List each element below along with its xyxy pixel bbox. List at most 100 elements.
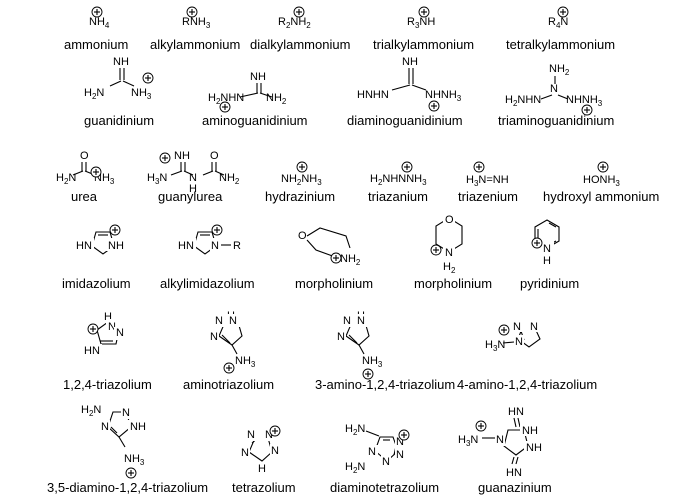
positive-charge-icon xyxy=(473,161,485,173)
svg-text:R2NH2: R2NH2 xyxy=(278,16,311,30)
svg-text:RNH3: RNH3 xyxy=(182,16,211,30)
svg-text:HN: HN xyxy=(76,240,92,252)
label-hydroxyl-ammonium: hydroxyl ammonium xyxy=(543,189,659,204)
svg-text:H2N: H2N xyxy=(56,172,76,186)
svg-text:N: N xyxy=(357,315,365,327)
diamino-triazolium-structure: H2N N NH N NH3 xyxy=(81,404,148,479)
svg-text:N: N xyxy=(343,315,351,327)
svg-text:H2N: H2N xyxy=(345,423,365,437)
svg-text:N: N xyxy=(116,327,124,339)
label-diaminotetrazolium: diaminotetrazolium xyxy=(330,480,439,495)
svg-text:N: N xyxy=(229,315,237,327)
svg-text:N: N xyxy=(122,407,130,419)
guanidinium-structure: NH H2N NH3 xyxy=(84,56,154,101)
svg-text:H2N: H2N xyxy=(84,87,104,101)
label-aminotriazolium: aminotriazolium xyxy=(183,377,274,392)
svg-text:H2N: H2N xyxy=(81,404,101,418)
svg-text:N: N xyxy=(101,421,109,433)
label-tetrazolium: tetrazolium xyxy=(232,480,296,495)
svg-text:NHNH3: NHNH3 xyxy=(566,94,603,108)
svg-text:N: N xyxy=(530,321,538,333)
svg-text:N: N xyxy=(445,247,453,259)
alkylimidazolium-structure: N R HN xyxy=(176,224,241,255)
positive-charge-icon xyxy=(219,101,231,113)
svg-text:NH3: NH3 xyxy=(131,87,152,101)
svg-text:NH: NH xyxy=(113,56,129,68)
svg-text:NH: NH xyxy=(522,425,538,437)
svg-text:NH: NH xyxy=(108,240,124,252)
label-alkylammonium: alkylammonium xyxy=(150,37,240,52)
svg-text:N: N xyxy=(496,434,504,446)
label-pyridinium: pyridinium xyxy=(520,276,579,291)
svg-text:H3N=NH: H3N=NH xyxy=(466,174,509,188)
svg-text:HNHN: HNHN xyxy=(357,89,389,101)
svg-text:N: N xyxy=(271,445,279,457)
svg-text:NH: NH xyxy=(130,421,146,433)
svg-text:N: N xyxy=(210,331,218,343)
svg-text:O: O xyxy=(210,150,219,162)
svg-text:NH: NH xyxy=(526,442,542,454)
triazenium-structure: H3N=NH xyxy=(466,161,509,188)
svg-text:R: R xyxy=(233,240,241,252)
svg-text:NH2: NH2 xyxy=(340,253,361,267)
svg-text:HN: HN xyxy=(84,345,100,357)
positive-charge-icon xyxy=(269,425,281,437)
positive-charge-icon xyxy=(109,224,121,236)
positive-charge-icon xyxy=(223,362,235,374)
svg-text:H2NHN: H2NHN xyxy=(505,94,541,108)
label-morpholinium-2: morpholinium xyxy=(414,276,492,291)
positive-charge-icon xyxy=(430,244,442,256)
positive-charge-icon xyxy=(87,323,99,335)
guanazinium-structure: HN NH NH N H3N HN xyxy=(458,406,544,479)
positive-charge-icon xyxy=(398,429,410,441)
tetrazolium-structure: N N N N H xyxy=(240,425,281,475)
trialkylammonium-structure: R3NH xyxy=(407,6,435,30)
label-diaminoguanidinium: diaminoguanidinium xyxy=(347,113,463,128)
morpholinium-chair-structure: O NH2 xyxy=(298,227,361,267)
svg-text:NH4: NH4 xyxy=(89,16,110,30)
svg-text:N: N xyxy=(108,321,116,333)
svg-text:O: O xyxy=(80,150,89,162)
label-diamino-triazolium: 3,5-diamino-1,2,4-triazolium xyxy=(47,480,208,495)
morpholinium-ring-structure: O N H2 xyxy=(430,212,463,275)
svg-text:N: N xyxy=(515,336,523,348)
label-imidazolium: imidazolium xyxy=(62,276,131,291)
positive-charge-icon xyxy=(531,237,543,249)
svg-text:N: N xyxy=(337,331,345,343)
svg-text:NH3: NH3 xyxy=(235,355,256,369)
svg-text:HN: HN xyxy=(508,406,524,418)
svg-text:N: N xyxy=(241,447,249,459)
svg-text:H: H xyxy=(543,255,551,267)
label-morpholinium-1: morpholinium xyxy=(295,276,373,291)
positive-charge-icon xyxy=(125,467,137,479)
svg-text:H3N: H3N xyxy=(147,172,167,186)
triazanium-structure: H2NHNNH3 xyxy=(370,161,427,187)
svg-text:NH3: NH3 xyxy=(362,355,383,369)
label-triazolium-124: 1,2,4-triazolium xyxy=(63,377,152,392)
svg-text:N: N xyxy=(189,172,197,184)
svg-text:H2NHN: H2NHN xyxy=(208,92,244,106)
label-guanylurea: guanylurea xyxy=(158,189,223,204)
svg-text:O: O xyxy=(298,230,307,242)
svg-text:R4N: R4N xyxy=(548,16,568,30)
svg-text:HN: HN xyxy=(178,240,194,252)
svg-text:N: N xyxy=(543,243,551,255)
svg-text:NHNH3: NHNH3 xyxy=(425,89,462,103)
amino3-triazolium-structure: H N N N NH3 xyxy=(336,310,383,380)
label-triazenium: triazenium xyxy=(458,189,518,204)
guanylurea-structure: NH O H3N N H NH2 xyxy=(147,150,240,195)
aminoguanidinium-structure: NH H2NHN NH2 xyxy=(208,71,287,113)
label-trialkylammonium: trialkylammonium xyxy=(373,37,474,52)
svg-text:NH3: NH3 xyxy=(124,453,145,467)
pyridinium-structure: N H xyxy=(531,219,560,267)
svg-text:HONH3: HONH3 xyxy=(583,174,620,188)
positive-charge-icon xyxy=(211,224,223,236)
svg-text:N: N xyxy=(211,240,219,252)
label-guanazinium: guanazinium xyxy=(478,480,552,495)
svg-text:N: N xyxy=(550,83,558,95)
svg-text:NH: NH xyxy=(402,56,418,68)
svg-text:N: N xyxy=(513,321,521,333)
hydroxylammonium-structure: HONH3 xyxy=(583,161,620,188)
label-guanidinium: guanidinium xyxy=(84,113,154,128)
